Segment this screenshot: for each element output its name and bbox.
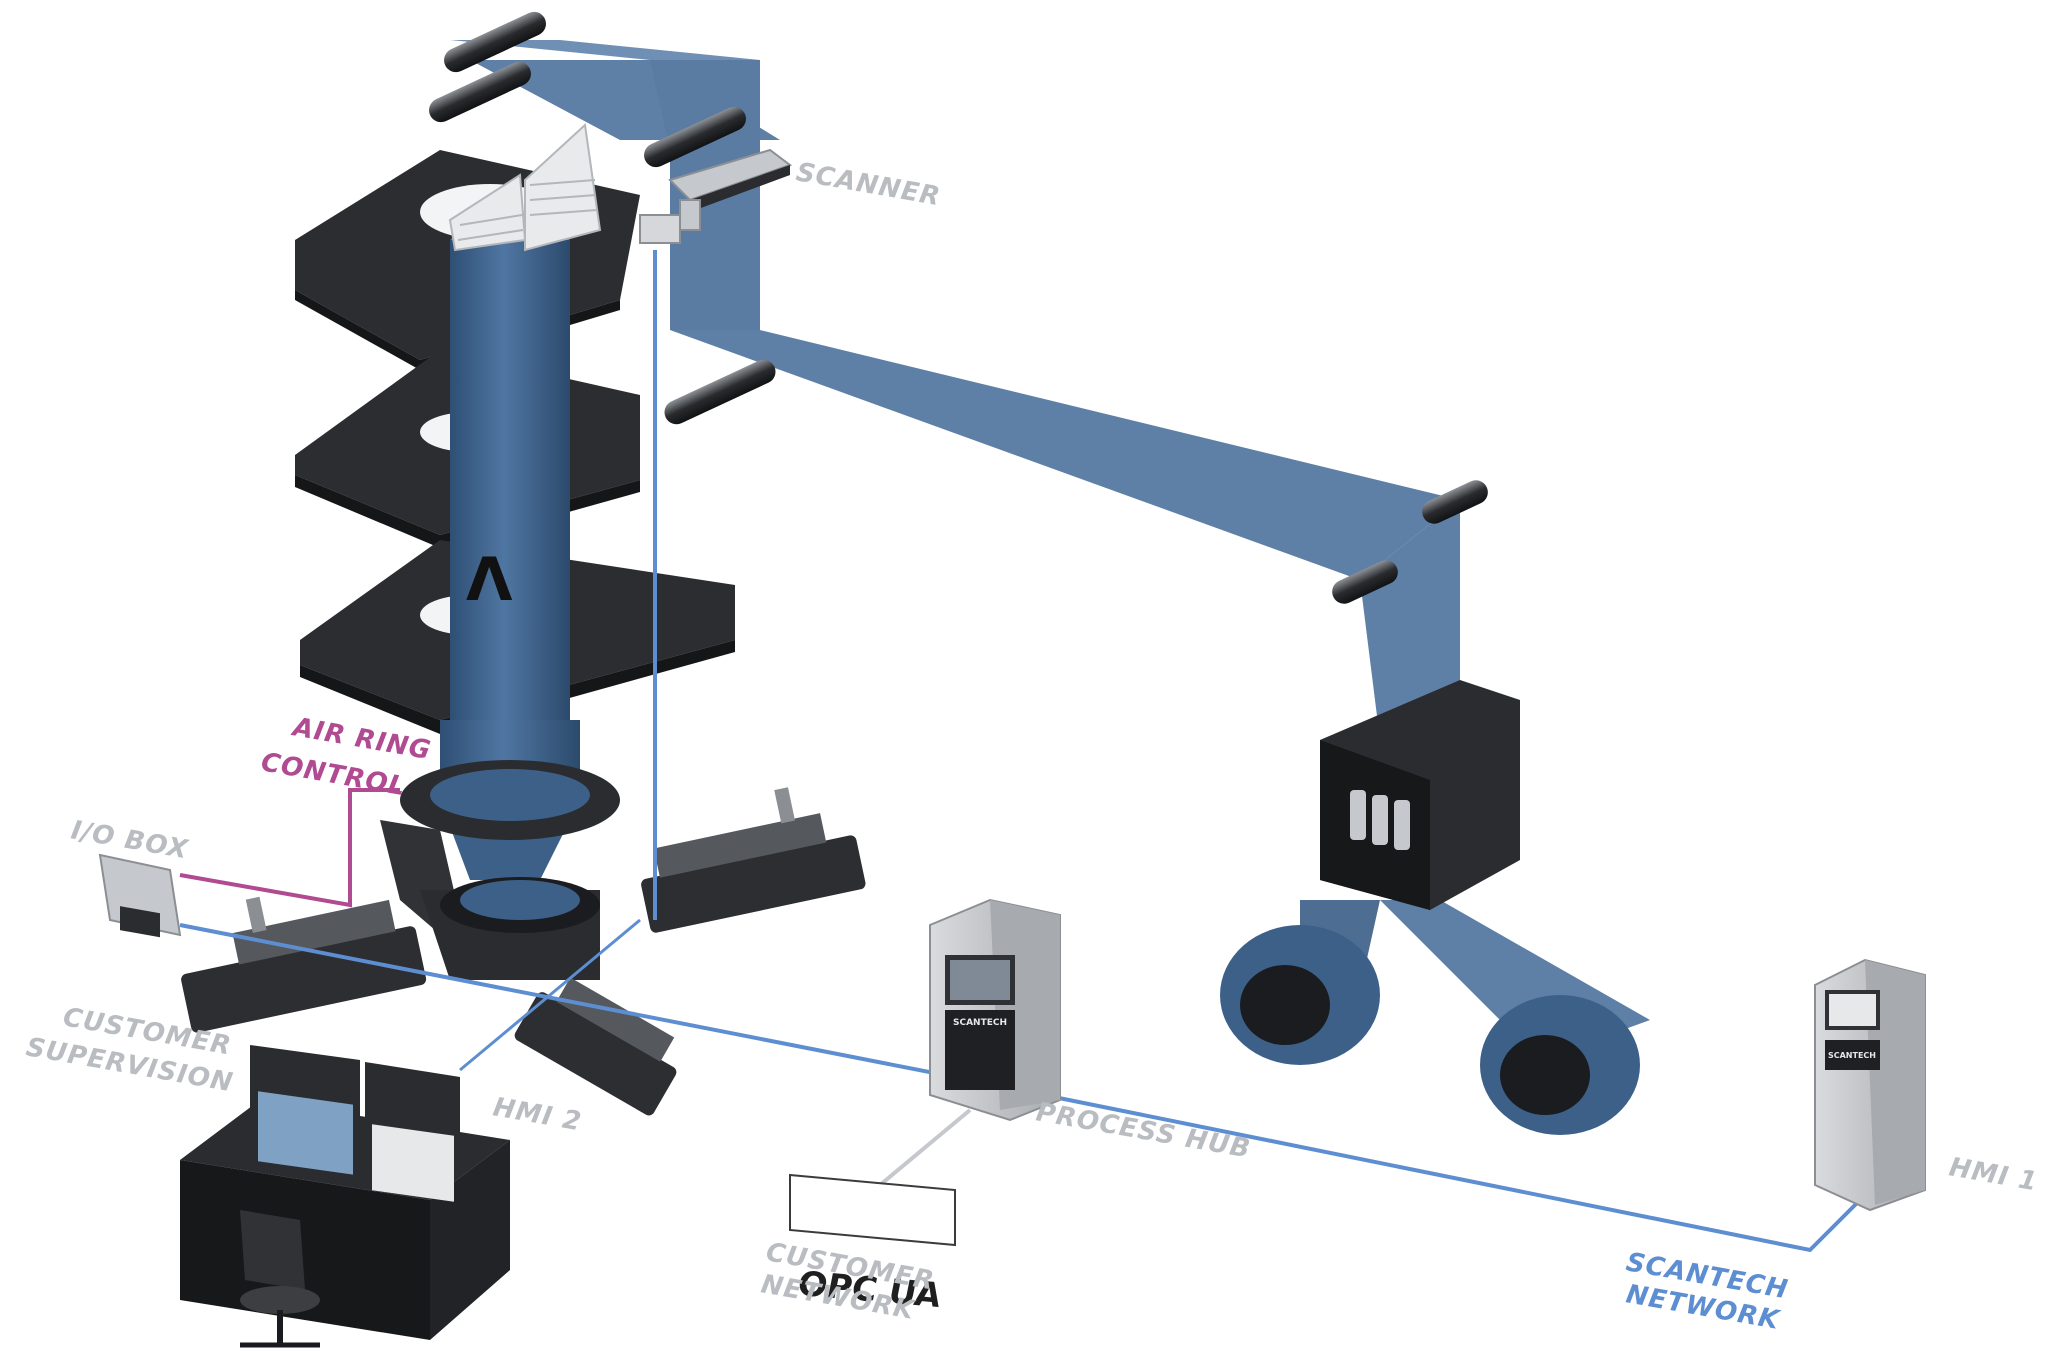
roller-top-left-2 — [429, 61, 531, 123]
air-ring-cable — [179, 788, 400, 908]
idler-rollers — [429, 11, 1488, 604]
customer-network-cable — [878, 1108, 972, 1187]
hmi1-label: HMI 1 — [1947, 1152, 2040, 1197]
monitor-right-screen — [372, 1124, 454, 1202]
scanner-unit — [639, 148, 793, 244]
io-box — [98, 853, 182, 938]
winder — [1220, 680, 1640, 1135]
roller-right-low — [1332, 560, 1398, 604]
process-hub-label: PROCESS HUB — [1034, 1097, 1253, 1164]
roller-mid — [664, 359, 776, 425]
process-hub-cabinet: SCANTECH — [929, 898, 1061, 1122]
network-cables — [179, 250, 1862, 1253]
scanner-label: SCANNER — [794, 157, 943, 212]
winder-roll-right — [1480, 995, 1640, 1135]
roller-top-right — [644, 106, 746, 168]
blown-film-tower: Λ — [295, 122, 735, 880]
operator-desk — [180, 1045, 510, 1348]
extruders — [181, 787, 866, 1116]
hmi2-cable — [459, 918, 641, 1072]
scantech-network-cable — [179, 923, 1862, 1253]
extruder-front — [514, 977, 677, 1116]
hmi1-brand: SCANTECH — [1828, 1051, 1876, 1060]
extruder-right — [641, 787, 866, 933]
hmi-cabinet: SCANTECH — [1814, 958, 1926, 1212]
roller-right-high — [1422, 480, 1488, 524]
office-chair — [240, 1210, 320, 1348]
air-ring-and-die — [380, 760, 620, 980]
hmi2-label: HMI 2 — [491, 1092, 584, 1137]
tower-mark: Λ — [466, 545, 513, 615]
winder-roll-left — [1220, 925, 1380, 1065]
roller-top-left — [444, 11, 546, 73]
extruder-left — [181, 896, 427, 1033]
monitor-left-screen — [258, 1091, 353, 1175]
process-hub-brand: SCANTECH — [953, 1018, 1007, 1028]
io-box-label: I/O BOX — [69, 815, 192, 865]
